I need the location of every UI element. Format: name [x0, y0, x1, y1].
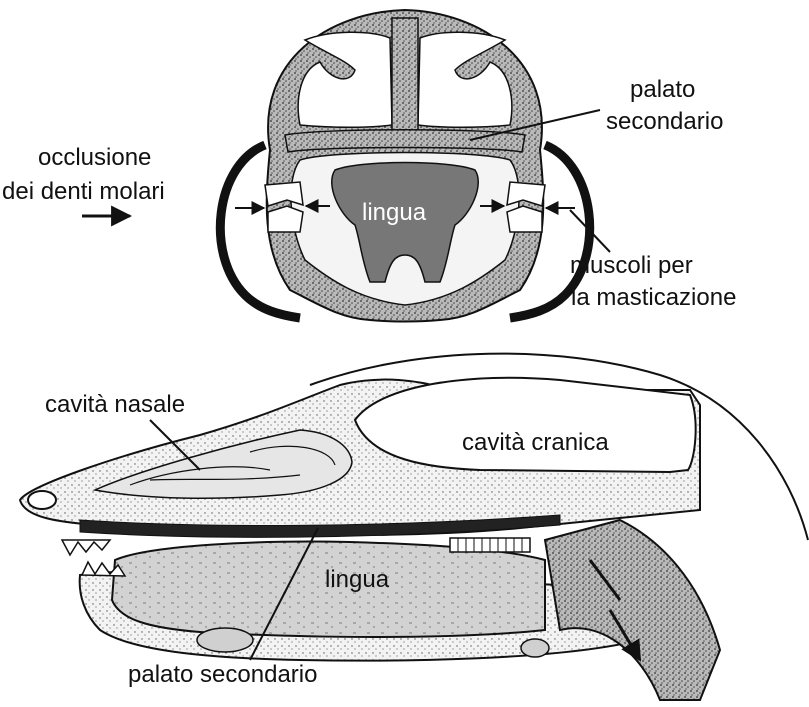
label-tongue-top: lingua [362, 199, 427, 226]
label-cranial-cavity: cavità cranica [462, 429, 609, 456]
label-muscles-line1: muscoli per [570, 252, 693, 279]
label-tongue-bottom: lingua [325, 566, 390, 593]
cranial-cavity-shape [355, 378, 696, 472]
label-occlusion-line2: dei denti molari [2, 178, 165, 205]
nostril [28, 491, 56, 509]
nasal-septum [392, 18, 418, 138]
label-palate-bottom: palato secondario [128, 661, 317, 688]
coronal-section [220, 10, 589, 322]
label-muscles-line2: la masticazione [571, 284, 736, 311]
label-occlusion-line1: occlusione [38, 144, 151, 171]
label-palate-top-line1: palato [630, 76, 695, 103]
upper-teeth [62, 540, 110, 555]
molar-lower-left [268, 206, 303, 232]
label-palate-top-line2: secondario [606, 108, 723, 135]
label-nasal-cavity: cavità nasale [45, 391, 185, 418]
chin-pad [197, 628, 253, 652]
hyoid-bone [521, 639, 549, 657]
molar-lower-right [507, 206, 542, 232]
pharynx [545, 520, 720, 700]
